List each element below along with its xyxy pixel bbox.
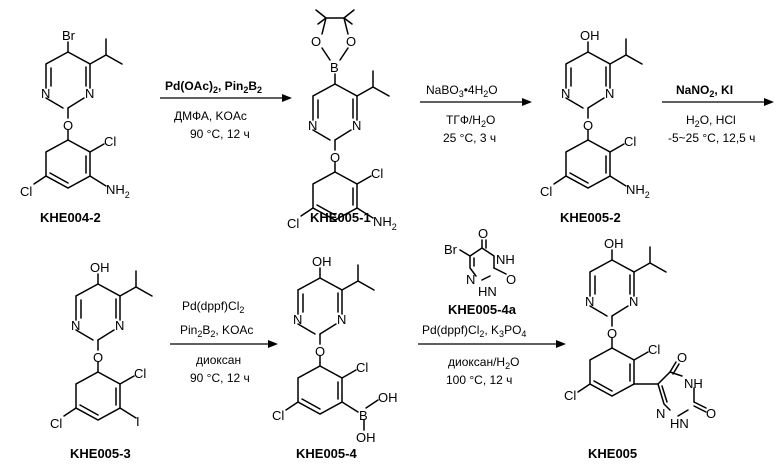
atom-n: N (308, 118, 317, 133)
atom-o: O (607, 326, 617, 341)
molecule-khe005-4: OH N N O Cl Cl B OH OH KHE005-4 (272, 254, 398, 461)
compound-label: KHE005-1 (310, 210, 371, 225)
condition-solvent: H2O, HCl (686, 113, 736, 129)
atom-cl: Cl (272, 408, 284, 423)
atom-cl: Cl (50, 416, 62, 431)
condition-reagent: NaNO2, KI (676, 83, 733, 99)
atom-nh2: NH2 (373, 214, 397, 232)
atom-o: O (583, 118, 593, 133)
atom-cl: Cl (104, 134, 116, 149)
atom-o: O (311, 34, 321, 49)
atom-oh: OH (90, 260, 110, 275)
condition-catalyst: Pd(OAc)2, Pin2B2 (165, 79, 262, 95)
condition-temp-time: 90 °C, 12 ч (190, 371, 250, 385)
compound-label: KHE005-4a (448, 302, 517, 317)
reaction-arrow-4: Pd(dppf)Cl2 Pin2B2, KOAc диоксан 90 °C, … (170, 299, 278, 385)
atom-b: B (359, 408, 368, 423)
atom-n: N (561, 86, 570, 101)
condition-solvent: диоксан/H2O (448, 355, 519, 371)
condition-reagent: NaBO3•4H2O (426, 83, 498, 99)
atom-oh: OH (356, 430, 376, 445)
atom-br: Br (62, 28, 76, 43)
atom-br: Br (444, 242, 458, 257)
atom-cl: Cl (20, 184, 32, 199)
condition-temp-time: 100 °C, 12 ч (446, 373, 512, 387)
condition-solvent: диоксан (196, 353, 241, 367)
atom-nh: NH (684, 376, 703, 391)
atom-o: O (93, 350, 103, 365)
atom-n: N (293, 312, 302, 327)
atom-oh: OH (378, 390, 398, 405)
condition-temp-time: 90 °C, 12 ч (190, 127, 250, 141)
atom-n: N (115, 318, 124, 333)
atom-o: O (677, 350, 687, 365)
atom-cl: Cl (287, 216, 299, 231)
atom-o: O (706, 406, 716, 421)
atom-n: N (605, 86, 614, 101)
atom-cl: Cl (624, 134, 636, 149)
molecule-khe004-2: Br N N O Cl Cl NH2 KHE004-2 (20, 28, 130, 225)
atom-o: O (63, 118, 73, 133)
atom-nh: NH (496, 252, 515, 267)
reaction-arrow-2: NaBO3•4H2O ТГФ/H2O 25 °C, 3 ч (420, 83, 532, 145)
atom-n: N (656, 406, 665, 421)
atom-cl: Cl (356, 360, 368, 375)
molecule-khe005-3: OH N N O Cl Cl I KHE005-3 (50, 260, 152, 461)
atom-n: N (41, 86, 50, 101)
atom-nh: HN (478, 284, 497, 299)
condition-solvent: ТГФ/H2O (446, 113, 495, 129)
atom-n: N (352, 118, 361, 133)
atom-nh2: NH2 (106, 182, 130, 200)
compound-label: KHE005-3 (70, 446, 131, 461)
atom-o: O (330, 150, 340, 165)
condition-solvent: ДМФА, KOAc (174, 109, 247, 123)
atom-oh: OH (604, 236, 624, 251)
compound-label: KHE005 (588, 446, 637, 461)
atom-n: N (585, 294, 594, 309)
molecule-khe005-4a: Br O NH N HN O KHE005-4a (444, 226, 517, 317)
atom-n: N (71, 318, 80, 333)
molecule-khe005: OH N N O Cl Cl O NH O N HN KHE005 (564, 236, 716, 461)
atom-cl: Cl (564, 388, 576, 403)
atom-i: I (136, 414, 140, 429)
condition-catalyst: Pd(dppf)Cl2 (182, 299, 244, 315)
condition-catalyst: Pd(dppf)Cl2, K3PO4 (422, 323, 526, 339)
condition-reagents: Pin2B2, KOAc (180, 323, 253, 339)
compound-label: KHE005-2 (560, 210, 621, 225)
atom-cl: Cl (371, 166, 383, 181)
atom-o: O (346, 34, 356, 49)
condition-temp-time: 25 °C, 3 ч (443, 131, 496, 145)
atom-oh: OH (580, 28, 600, 43)
atom-cl: Cl (648, 342, 660, 357)
atom-n: N (466, 272, 475, 287)
atom-o: O (506, 272, 516, 287)
atom-n: N (85, 86, 94, 101)
atom-b: B (330, 60, 339, 75)
compound-label: KHE005-4 (296, 446, 357, 461)
atom-cl: Cl (540, 184, 552, 199)
atom-o: O (315, 344, 325, 359)
molecule-khe005-2: OH N N O Cl Cl NH2 KHE005-2 (540, 28, 650, 225)
atom-cl: Cl (134, 366, 146, 381)
atom-nh: HN (670, 416, 689, 431)
atom-oh: OH (312, 254, 332, 269)
reaction-arrow-5: Pd(dppf)Cl2, K3PO4 диоксан/H2O 100 °C, 1… (418, 323, 566, 387)
reaction-arrow-3: NaNO2, KI H2O, HCl -5~25 °C, 12,5 ч (662, 83, 774, 145)
atom-o: O (478, 226, 488, 241)
molecule-khe005-1: O O B N N O Cl Cl NH2 KHE005-1 (287, 10, 397, 232)
atom-n: N (337, 312, 346, 327)
condition-temp-time: -5~25 °C, 12,5 ч (668, 131, 755, 145)
reaction-arrow-1: Pd(OAc)2, Pin2B2 ДМФА, KOAc 90 °C, 12 ч (160, 79, 292, 141)
atom-n: N (629, 294, 638, 309)
atom-nh2: NH2 (626, 182, 650, 200)
compound-label: KHE004-2 (40, 210, 101, 225)
